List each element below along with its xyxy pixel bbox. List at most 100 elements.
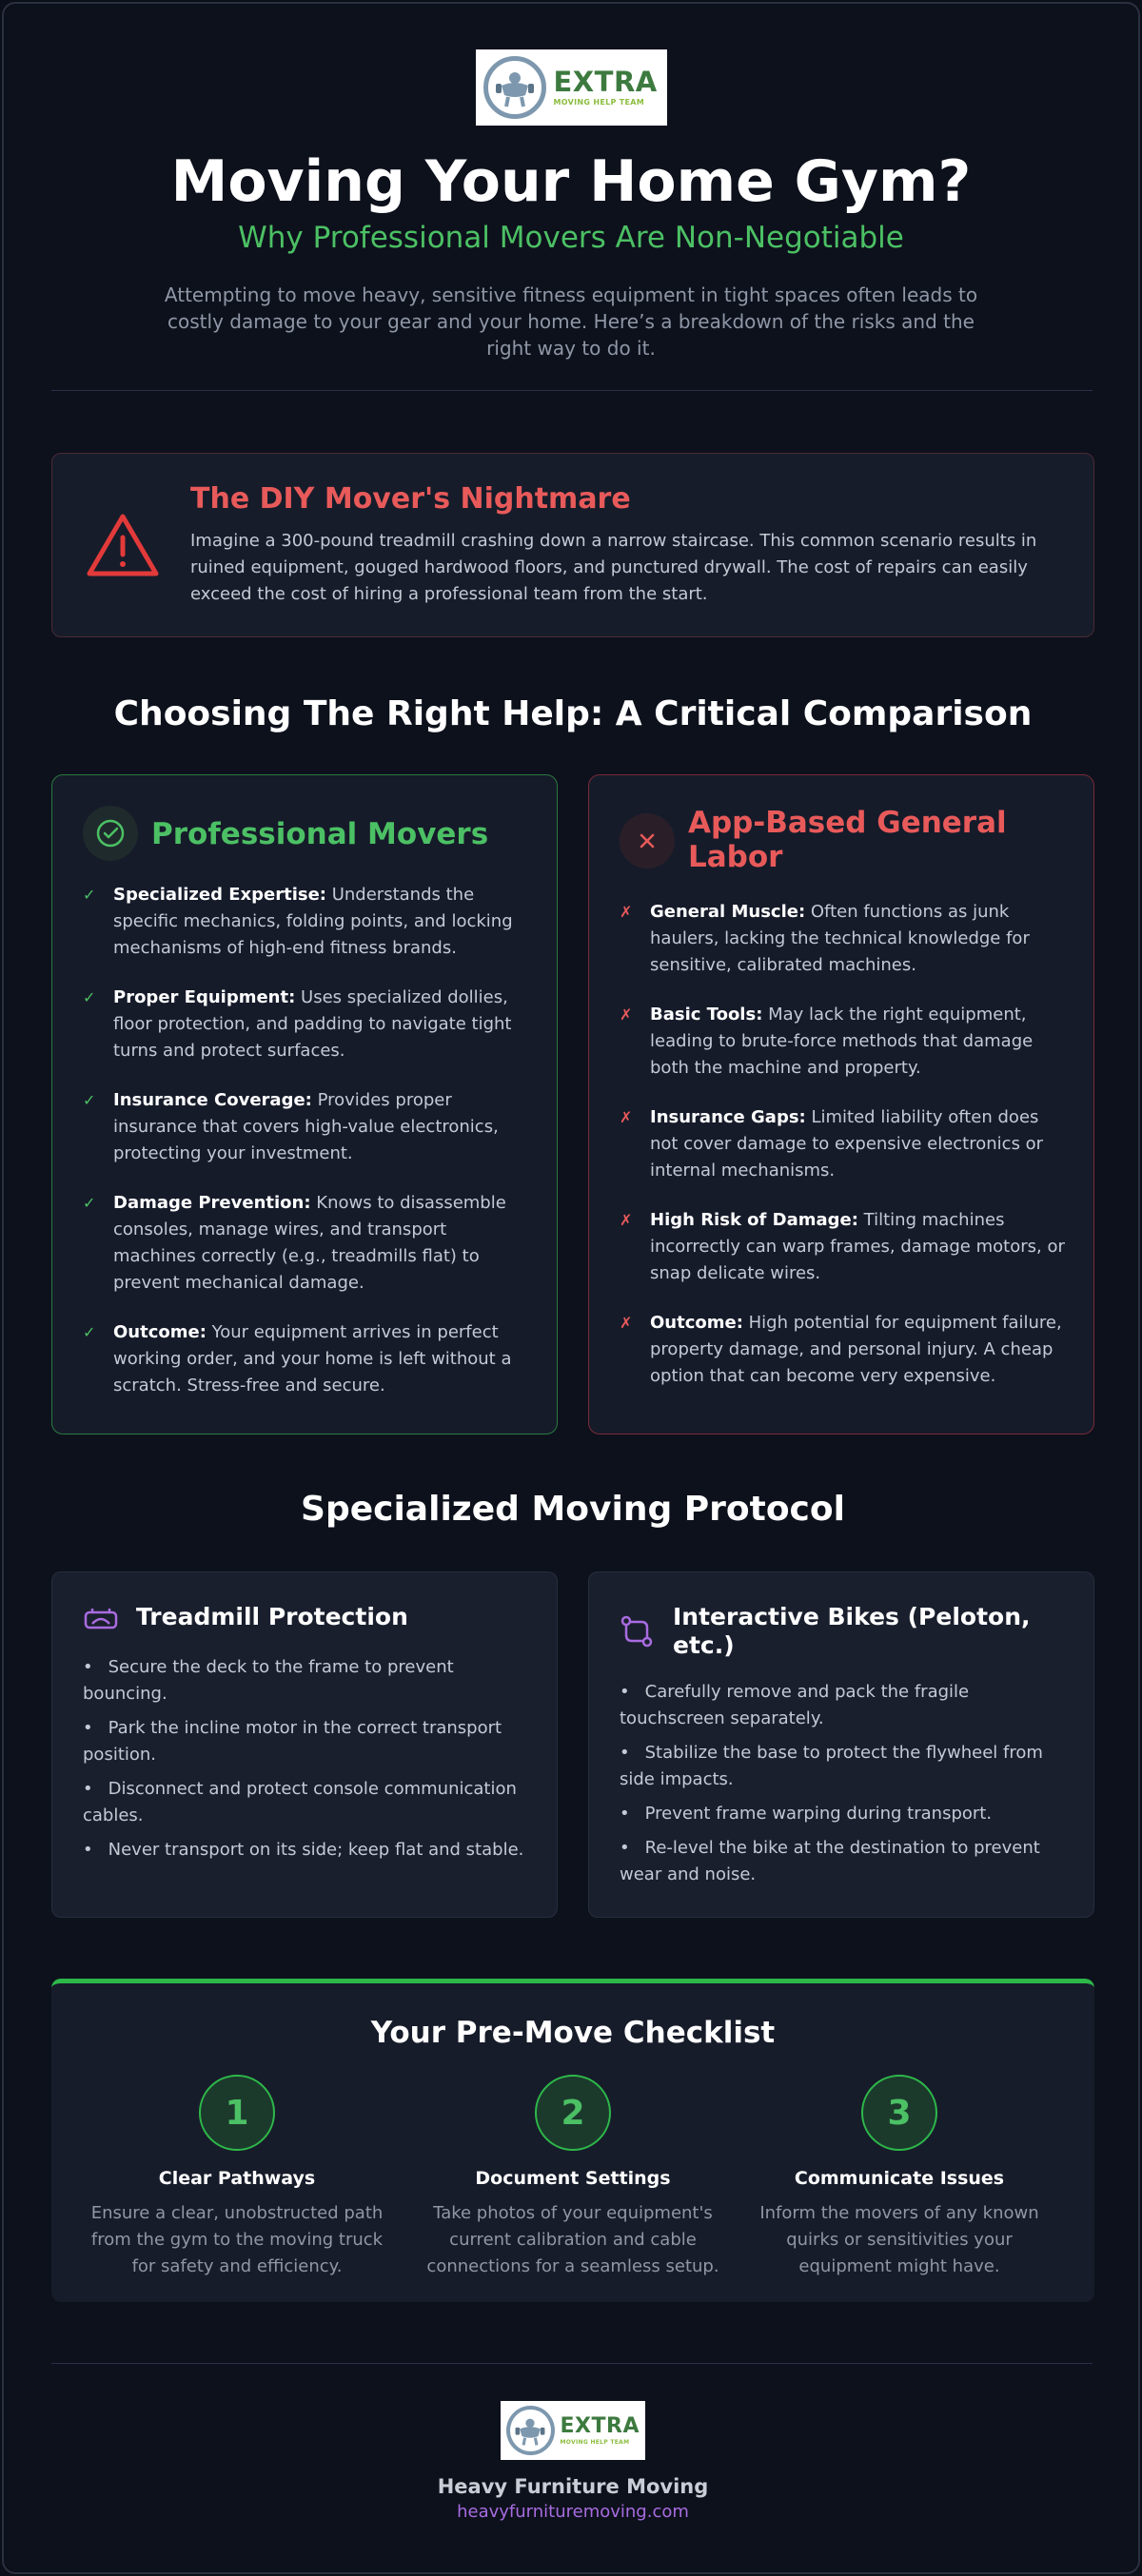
cross-icon: ✗ [620,1314,633,1332]
list-item: ✗Insurance Gaps: Limited liability often… [620,1104,1067,1184]
strongman-logo-icon [482,56,546,119]
item-text: May lack the right equipment, leading to… [650,1005,1034,1078]
item-label: General Muscle: [650,902,806,922]
logo-name: EXTRA [560,2413,640,2438]
list-item: ✗ High Risk of Damage: Tilting machines i… [620,1207,1067,1287]
item-text: Limited liability often does not cover d… [650,1107,1044,1181]
list-item: ✓ Outcome: Your equipment arrives in perf… [83,1319,530,1399]
item-text: Uses specialized dollies, floor protecti… [113,987,512,1061]
list-item: Re-level the bike at the destination to … [620,1835,1073,1888]
app-labor-list: ✗ General Muscle: Often functions as junk… [620,899,1067,1413]
x-circle-icon [620,813,675,868]
check-icon: ✓ [83,1323,96,1341]
treadmill-icon [83,1607,119,1635]
warning-title: The DIY Mover's Nightmare [190,482,631,516]
interactive-bikes-list: Carefully remove and pack the fragile to… [620,1679,1073,1896]
list-item: ✓ Damage Prevention: Knows to disassemble… [83,1190,530,1297]
list-item: ✓ Proper Equipment: Uses specialized doll… [83,985,530,1064]
item-text: Your equipment arrives in perfect workin… [113,1322,512,1395]
list-item: Disconnect and protect console communica… [83,1776,536,1829]
item-text: Provides proper insurance that covers hi… [113,1090,499,1163]
cross-icon: ✗ [620,1005,633,1024]
header: EXTRA MOVING HELP TEAM Moving Your Home … [4,4,1138,361]
interactive-bikes-card: Interactive Bikes (Peloton, etc.) Carefu… [588,1571,1094,1918]
page-subtitle: Why Professional Movers Are Non-Negotiab… [238,221,904,255]
warning-triangle-icon [85,511,161,583]
list-item: Stabilize the base to protect the flywhe… [620,1740,1073,1793]
step-text: Take photos of your equipment's current … [426,2203,719,2276]
professional-movers-list: ✓ Specialized Expertise: Understands the … [83,882,530,1422]
strongman-logo-icon [506,2406,555,2455]
divider [51,390,1093,391]
cross-icon: ✗ [620,1108,633,1126]
check-circle-icon [83,806,138,861]
bike-route-icon [620,1614,654,1652]
item-label: Damage Prevention: [113,1193,311,1213]
list-item: Prevent frame warping during transport. [620,1801,1073,1827]
item-label: Outcome: [113,1322,207,1342]
item-text: Tilting machines incorrectly can warp fr… [650,1210,1065,1283]
list-item: ✗ Outcome: High potential for equipment f… [620,1310,1067,1390]
list-item: ✓ Insurance Coverage: Provides proper ins… [83,1087,530,1167]
checklist-step: 2 Document Settings Take photos of your … [416,2075,730,2280]
treadmill-protection-card: Treadmill Protection Secure the deck to … [51,1571,558,1918]
step-title: Communicate Issues [794,2168,1005,2189]
step-text: Ensure a clear, unobstructed path from t… [90,2203,384,2276]
checklist-step: 1 Clear Pathways Ensure a clear, unobstr… [80,2075,394,2280]
item-label: Basic Tools: [650,1005,763,1025]
checklist-step: 3 Communicate Issues Inform the movers o… [742,2075,1056,2280]
app-labor-card: App-Based General Labor ✗ General Muscle:… [588,774,1094,1434]
list-item: ✗ General Muscle: Often functions as junk… [620,899,1067,979]
item-label: Insurance Coverage: [113,1090,312,1110]
treadmill-protection-title: Treadmill Protection [136,1603,408,1630]
warning-callout: The DIY Mover's Nightmare Imagine a 300-… [51,453,1094,637]
treadmill-protection-list: Secure the deck to the frame to prevent … [83,1654,536,1871]
cross-icon: ✗ [620,1211,633,1229]
logo-tagline: MOVING HELP TEAM [560,2438,630,2446]
app-labor-title: App-Based General Labor [688,806,1007,874]
list-item: Secure the deck to the frame to prevent … [83,1654,536,1708]
list-item: ✗ Basic Tools: May lack the right equipme… [620,1002,1067,1082]
step-number: 1 [199,2075,275,2151]
list-item: Never transport on its side; keep flat a… [83,1837,536,1864]
step-number: 2 [535,2075,611,2151]
pre-move-checklist: Your Pre-Move Checklist 1 Clear Pathways… [51,1979,1094,2302]
interactive-bikes-title: Interactive Bikes (Peloton, etc.) [673,1603,1031,1659]
list-item: Carefully remove and pack the fragile to… [620,1679,1073,1732]
step-number: 3 [861,2075,937,2151]
divider [51,2363,1093,2364]
item-label: Outcome: [650,1313,743,1333]
logo-tagline: MOVING HELP TEAM [553,98,645,107]
check-icon: ✓ [83,1194,96,1212]
logo-name: EXTRA [553,66,658,98]
step-title: Clear Pathways [158,2168,316,2189]
footer-logo: EXTRA MOVING HELP TEAM [501,2401,645,2460]
item-label: High Risk of Damage: [650,1210,858,1230]
checklist-title: Your Pre-Move Checklist [370,2016,776,2050]
comparison-title: Choosing The Right Help: A Critical Comp… [113,694,1033,733]
item-text: Often functions as junk haulers, lacking… [650,902,1030,975]
list-item: ✓ Specialized Expertise: Understands the … [83,882,530,962]
item-text: High potential for equipment failure, pr… [650,1313,1062,1386]
warning-text: Imagine a 300-pound treadmill crashing d… [190,531,1037,604]
item-text: Knows to disassemble consoles, manage wi… [113,1193,506,1293]
footer-company-name: Heavy Furniture Moving [437,2475,709,2498]
check-icon: ✓ [83,886,96,904]
professional-movers-card: Professional Movers ✓ Specialized Experti… [51,774,558,1434]
intro-text: Attempting to move heavy, sensitive fitn… [164,283,978,360]
page-title: Moving Your Home Gym? [170,148,972,215]
item-text: Understands the specific mechanics, fold… [113,885,513,958]
step-text: Inform the movers of any known quirks or… [759,2203,1039,2276]
professional-movers-title: Professional Movers [151,817,489,851]
item-label: Proper Equipment: [113,987,296,1007]
check-icon: ✓ [83,988,96,1006]
protocol-title: Specialized Moving Protocol [301,1490,845,1529]
check-icon: ✓ [83,1091,96,1109]
step-title: Document Settings [475,2168,671,2189]
cross-icon: ✗ [620,903,633,921]
footer: EXTRA MOVING HELP TEAM Heavy Furniture M… [4,2401,1142,2522]
item-label: Specialized Expertise: [113,885,326,905]
list-item: Park the incline motor in the correct tr… [83,1715,536,1768]
footer-url-link[interactable]: heavyfurnituremoving.com [457,2502,689,2522]
